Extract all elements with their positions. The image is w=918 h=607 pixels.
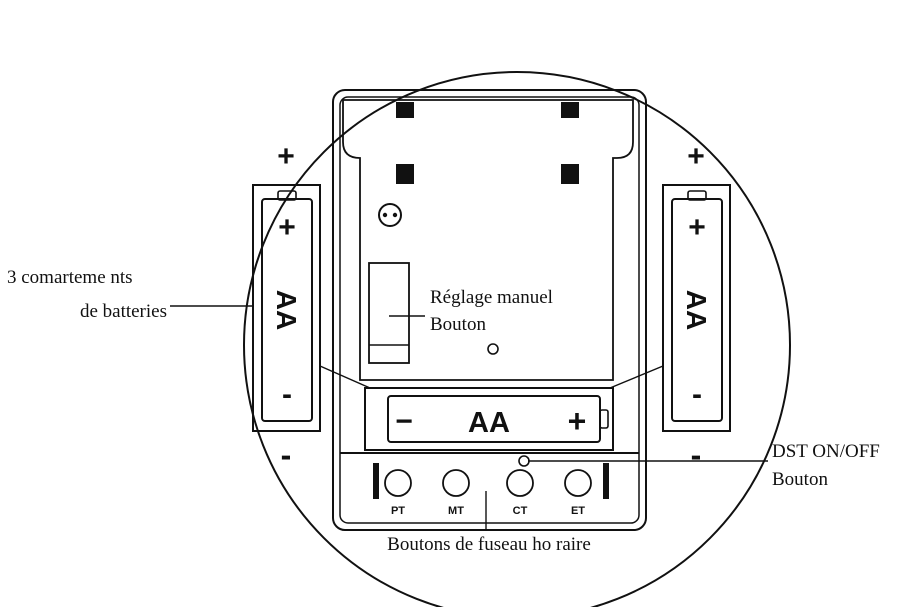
tz-button-mt[interactable] bbox=[442, 469, 470, 497]
left-battery-cell bbox=[261, 198, 313, 422]
left-battery-plus: + bbox=[278, 211, 296, 244]
left-outer-minus: - bbox=[281, 437, 292, 473]
tz-button-et[interactable] bbox=[564, 469, 592, 497]
label-dst-2: Bouton bbox=[772, 469, 828, 490]
leader-battery-center-left bbox=[319, 365, 371, 389]
tz-label-et: ET bbox=[571, 505, 585, 517]
tz-button-ct[interactable] bbox=[506, 469, 534, 497]
left-battery-nub bbox=[277, 190, 297, 201]
right-battery-nub bbox=[687, 190, 707, 201]
left-battery-compartment bbox=[252, 184, 321, 432]
right-battery-type: AA bbox=[681, 290, 712, 330]
tz-bar-left bbox=[373, 463, 379, 499]
manual-setting-button[interactable] bbox=[368, 262, 410, 364]
plate-top-cutout bbox=[342, 99, 634, 381]
tz-label-pt: PT bbox=[391, 505, 405, 517]
setting-hole bbox=[487, 343, 499, 355]
tz-button-pt[interactable] bbox=[384, 469, 412, 497]
label-dst-1: DST ON/OFF bbox=[772, 441, 880, 462]
left-battery-type: AA bbox=[271, 290, 302, 330]
mount-square-bl bbox=[396, 164, 414, 184]
right-battery-plus: + bbox=[688, 211, 706, 244]
right-outer-plus: + bbox=[687, 140, 705, 173]
mount-square-tr bbox=[561, 102, 579, 118]
left-outer-plus: + bbox=[277, 140, 295, 173]
label-time-zone: Boutons de fuseau ho raire bbox=[387, 534, 591, 555]
label-manual-setting-1: Réglage manuel bbox=[430, 287, 553, 308]
leader-battery-center-right bbox=[609, 365, 664, 389]
right-battery-compartment bbox=[662, 184, 731, 432]
label-battery-compartments-1: 3 comarteme nts bbox=[7, 267, 133, 288]
tz-label-mt: MT bbox=[448, 505, 464, 517]
right-battery-minus: - bbox=[692, 378, 702, 411]
right-battery-cell bbox=[671, 198, 723, 422]
mount-square-tl bbox=[396, 102, 414, 118]
tz-label-ct: CT bbox=[513, 505, 528, 517]
label-battery-compartments-2: de batteries bbox=[80, 301, 167, 322]
mount-square-br bbox=[561, 164, 579, 184]
center-battery-minus: − bbox=[395, 405, 413, 438]
center-battery-plus: + bbox=[568, 403, 587, 439]
tz-bar-right bbox=[603, 463, 609, 499]
left-battery-minus: - bbox=[282, 378, 292, 411]
back-plate bbox=[332, 89, 647, 531]
back-plate-inner bbox=[339, 96, 640, 524]
dst-button[interactable] bbox=[518, 455, 530, 467]
center-battery-type: AA bbox=[468, 407, 510, 439]
center-battery-nub bbox=[599, 409, 609, 429]
center-battery-compartment bbox=[364, 387, 614, 451]
clock-body-outline bbox=[243, 71, 791, 607]
right-outer-minus: - bbox=[691, 437, 702, 473]
screw-icon bbox=[378, 203, 402, 227]
label-manual-setting-2: Bouton bbox=[430, 314, 486, 335]
leader-lines bbox=[170, 305, 768, 531]
